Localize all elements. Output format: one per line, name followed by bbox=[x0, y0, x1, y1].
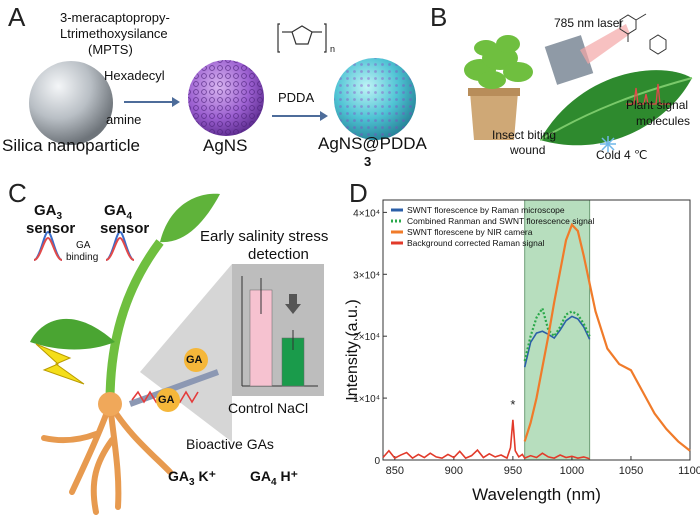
panel-b-letter: B bbox=[430, 2, 448, 32]
bar-axis-labels: Control NaCl bbox=[228, 400, 309, 416]
arrow-icon bbox=[124, 97, 180, 107]
ga4h-subscript: 4 bbox=[271, 476, 277, 488]
x-tick-label: 900 bbox=[445, 465, 463, 477]
x-tick-label: 1050 bbox=[619, 465, 643, 477]
y-tick-label: 4×10⁴ bbox=[353, 208, 380, 219]
reagent-pdda: PDDA bbox=[278, 90, 315, 105]
ga4-sensor-label: GA4 bbox=[104, 202, 132, 222]
ga3k-text: GA bbox=[168, 468, 189, 484]
reagent-mpts-line3: (MPTS) bbox=[88, 42, 133, 57]
ga-badge-1: GA bbox=[186, 354, 203, 366]
reagent-mpts-line2: Ltrimethoxysilance bbox=[60, 26, 168, 41]
panel-c-letter: C bbox=[8, 178, 27, 208]
arrow-icon bbox=[272, 111, 328, 121]
reagent-mpts-line1: 3-meracaptopropy- bbox=[60, 10, 170, 25]
plot-frame bbox=[382, 199, 691, 461]
ga4-subscript: 4 bbox=[126, 211, 133, 222]
legend-entry: SWNT florescence by Raman microscope bbox=[407, 205, 565, 215]
agns-pdda-sphere bbox=[334, 58, 416, 140]
pdda-polymer-icon bbox=[277, 23, 327, 53]
panel-a-letter: A bbox=[8, 2, 26, 32]
y-axis-label: Intensity (a.u.) bbox=[345, 299, 361, 400]
ga-binding-line1: GA bbox=[76, 240, 91, 251]
bar-chart bbox=[249, 278, 305, 387]
ga4-h-label: GA4 H⁺ bbox=[250, 468, 298, 488]
y-tick-label: 3×10⁴ bbox=[353, 270, 380, 281]
agns-sphere bbox=[188, 60, 264, 136]
early-detection-line1: Early salinity stress bbox=[200, 228, 329, 245]
series-line-1 bbox=[523, 315, 591, 368]
laser-label: 785 nm laser bbox=[554, 16, 624, 30]
down-arrow-icon bbox=[285, 294, 301, 314]
ga4h-ion: H⁺ bbox=[276, 468, 298, 484]
panel-b: B bbox=[430, 0, 700, 170]
panel-d: D 850 900 950 1000 1050 1100 0 1×10⁴ 2×10⁴ 3×10⁴ 4… bbox=[345, 172, 700, 527]
polymer-subscript: n bbox=[330, 44, 336, 54]
x-axis-label: Wavelength (nm) bbox=[472, 485, 601, 504]
ga4-text: GA bbox=[104, 202, 127, 219]
legend-entry: SWNT florescene by NIR camera bbox=[407, 227, 533, 237]
peak-annotation-star: * bbox=[510, 397, 515, 412]
insect-label-line2: wound bbox=[510, 143, 546, 157]
y-tick-label: 2×10⁴ bbox=[353, 332, 380, 343]
spectrum-chart: 850 900 950 1000 1050 1100 0 1×10⁴ 2×10⁴ 3×10⁴ 4×1… bbox=[345, 199, 700, 504]
series-line-3 bbox=[523, 222, 691, 452]
reagent-hexadecyl-line1: Hexadecyl bbox=[104, 68, 165, 83]
bioactive-gas-label: Bioactive GAs bbox=[186, 436, 274, 452]
plant-signal-label-line2: molecules bbox=[636, 114, 691, 128]
plant-sensing-illustration bbox=[464, 13, 693, 152]
ga3k-ion: K⁺ bbox=[194, 468, 216, 484]
plant-signal-label-line1: Plant signal bbox=[626, 98, 689, 112]
ga3k-subscript: 3 bbox=[189, 476, 195, 488]
x-tick-label: 1000 bbox=[560, 465, 584, 477]
ga4-sensor-word: sensor bbox=[100, 220, 150, 237]
x-tick-label: 850 bbox=[386, 465, 404, 477]
x-tick-label: 950 bbox=[504, 465, 522, 477]
ga4h-text: GA bbox=[250, 468, 271, 484]
silica-nanoparticle-sphere bbox=[29, 61, 113, 145]
panel-c: C bbox=[0, 172, 345, 527]
label-compound-3: 3 bbox=[364, 154, 372, 169]
ga3-k-label: GA3 K⁺ bbox=[168, 468, 216, 488]
y-tick-label: 1×10⁴ bbox=[353, 394, 380, 405]
early-detection-line2: detection bbox=[248, 246, 309, 263]
series-line-4 bbox=[382, 419, 590, 460]
reagent-hexadecyl-line2: amine bbox=[106, 112, 142, 127]
ga3-subscript: 3 bbox=[56, 211, 63, 222]
panel-a: A 3-meracaptopropy- Ltrimethoxysilance (… bbox=[0, 0, 427, 170]
legend-entry: Background corrected Raman signal bbox=[407, 238, 545, 248]
x-tick-label: 1100 bbox=[678, 465, 700, 477]
ga3-sensor-label: GA3 bbox=[34, 202, 62, 222]
ga-badge-2: GA bbox=[158, 394, 175, 406]
series-line-2 bbox=[523, 305, 591, 362]
label-silica-nanoparticle: Silica nanoparticle bbox=[2, 136, 140, 155]
ga-binding-line2: binding bbox=[66, 252, 99, 263]
plant-illustration bbox=[30, 193, 324, 515]
label-agns: AgNS bbox=[203, 136, 248, 155]
cold-label: Cold 4 ℃ bbox=[596, 148, 648, 162]
legend-entry: Combined Ranman and SWNT florescence sig… bbox=[407, 216, 595, 226]
y-tick-label: 0 bbox=[374, 456, 380, 467]
panel-d-letter: D bbox=[349, 178, 368, 208]
ga3-text: GA bbox=[34, 202, 57, 219]
insect-label-line1: Insect biting bbox=[492, 128, 557, 142]
ga3-sensor-word: sensor bbox=[26, 220, 76, 237]
label-agns-pdda: AgNS@PDDA bbox=[318, 134, 427, 153]
